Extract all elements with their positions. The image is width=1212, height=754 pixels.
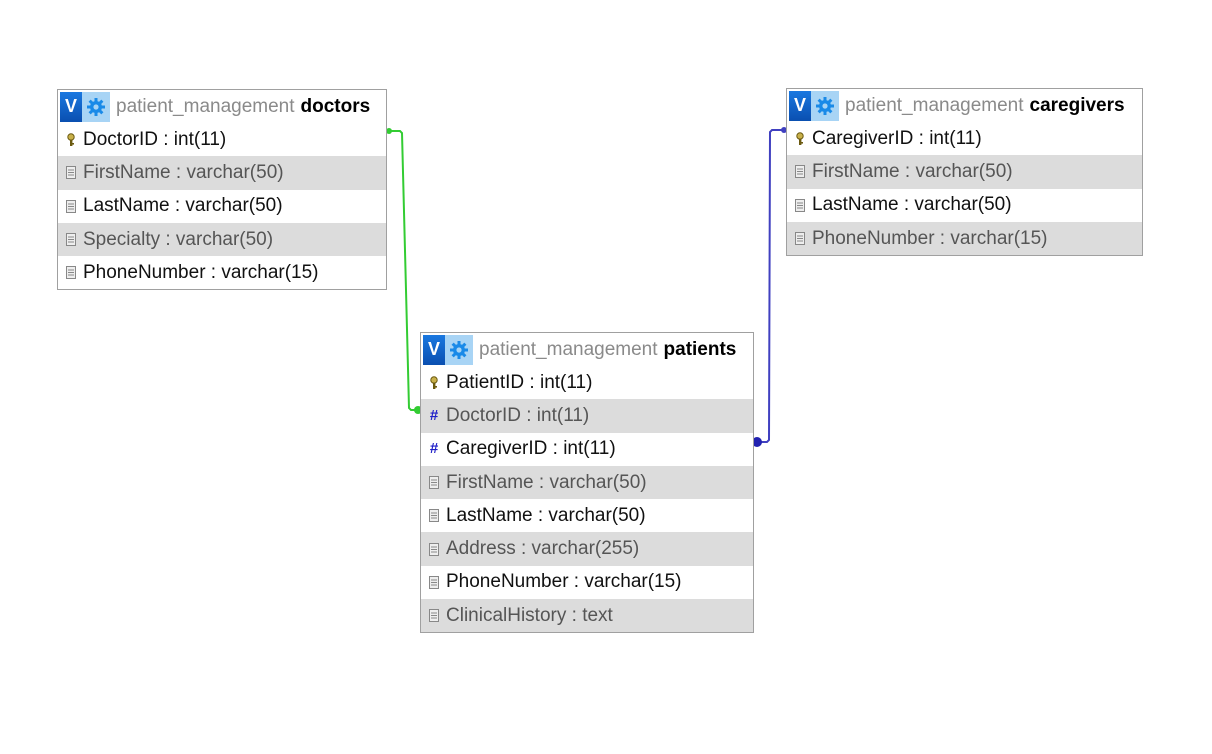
column-label: PatientID : int(11)	[446, 371, 593, 393]
column-icon	[65, 266, 77, 280]
column-label: Specialty : varchar(50)	[83, 228, 274, 250]
toggle-button[interactable]: V	[423, 334, 445, 365]
key-icon	[428, 375, 440, 390]
column-label: LastName : varchar(50)	[446, 504, 646, 526]
key-icon	[794, 131, 806, 146]
column-icon	[428, 476, 440, 490]
gear-icon[interactable]	[811, 90, 839, 121]
column-label: CaregiverID : int(11)	[812, 127, 982, 149]
gear-icon[interactable]	[82, 91, 110, 122]
table-patients[interactable]: V patient_management patients PatientID …	[420, 332, 754, 634]
column-row[interactable]: FirstName : varchar(50)	[787, 155, 1142, 189]
table-name[interactable]: patients	[663, 338, 737, 360]
column-row[interactable]: Address : varchar(255)	[421, 532, 753, 566]
column-icon	[794, 165, 806, 179]
table-header: V patient_management doctors	[58, 90, 386, 123]
column-icon	[428, 542, 440, 556]
table-name[interactable]: caregivers	[1029, 94, 1125, 116]
column-row[interactable]: FirstName : varchar(50)	[58, 156, 386, 190]
database-name: patient_management	[479, 338, 658, 360]
toggle-button[interactable]: V	[60, 91, 82, 122]
column-icon	[428, 575, 440, 589]
column-row[interactable]: PhoneNumber : varchar(15)	[58, 256, 386, 289]
database-name: patient_management	[116, 95, 295, 117]
column-icon	[428, 609, 440, 623]
column-row[interactable]: PatientID : int(11)	[421, 366, 753, 399]
column-icon	[65, 233, 77, 247]
table-caregivers[interactable]: V patient_management caregivers Caregive…	[786, 88, 1143, 257]
column-label: DoctorID : int(11)	[83, 128, 227, 150]
column-row[interactable]: LastName : varchar(50)	[58, 190, 386, 223]
column-row[interactable]: DoctorID : int(11)	[58, 123, 386, 156]
column-row[interactable]: PhoneNumber : varchar(15)	[421, 566, 753, 599]
column-label: FirstName : varchar(50)	[83, 161, 284, 183]
column-label: LastName : varchar(50)	[812, 194, 1012, 216]
column-row[interactable]: # DoctorID : int(11)	[421, 399, 753, 433]
relation-caregivers-patients	[754, 129, 786, 443]
column-label: PhoneNumber : varchar(15)	[812, 227, 1048, 249]
column-row[interactable]: Specialty : varchar(50)	[58, 222, 386, 257]
database-name: patient_management	[845, 94, 1024, 116]
foreign-key-icon: #	[429, 440, 439, 458]
column-label: ClinicalHistory : text	[446, 604, 613, 626]
column-icon	[65, 166, 77, 180]
table-header: V patient_management caregivers	[787, 89, 1142, 122]
gear-icon[interactable]	[445, 334, 473, 365]
column-row[interactable]: LastName : varchar(50)	[787, 189, 1142, 222]
column-icon	[428, 509, 440, 523]
table-header: V patient_management patients	[421, 333, 753, 366]
column-label: LastName : varchar(50)	[83, 195, 283, 217]
column-label: DoctorID : int(11)	[446, 404, 590, 426]
column-label: FirstName : varchar(50)	[446, 471, 647, 493]
foreign-key-icon: #	[429, 406, 439, 424]
column-icon	[65, 199, 77, 213]
table-name[interactable]: doctors	[300, 95, 371, 117]
column-row[interactable]: FirstName : varchar(50)	[421, 465, 753, 500]
table-doctors[interactable]: V patient_management doctors DoctorID : …	[57, 89, 387, 291]
column-row[interactable]: CaregiverID : int(11)	[787, 122, 1142, 155]
column-label: CaregiverID : int(11)	[446, 438, 616, 460]
column-row[interactable]: ClinicalHistory : text	[421, 599, 753, 633]
column-icon	[794, 198, 806, 212]
column-row[interactable]: PhoneNumber : varchar(15)	[787, 221, 1142, 256]
key-icon	[65, 132, 77, 147]
toggle-button[interactable]: V	[789, 90, 811, 121]
column-row[interactable]: LastName : varchar(50)	[421, 499, 753, 532]
column-label: Address : varchar(255)	[446, 538, 640, 560]
column-icon	[794, 232, 806, 246]
column-label: PhoneNumber : varchar(15)	[446, 571, 682, 593]
column-label: FirstName : varchar(50)	[812, 160, 1013, 182]
column-label: PhoneNumber : varchar(15)	[83, 261, 319, 283]
column-row[interactable]: # CaregiverID : int(11)	[421, 433, 753, 466]
relation-doctors-patients	[387, 130, 420, 411]
